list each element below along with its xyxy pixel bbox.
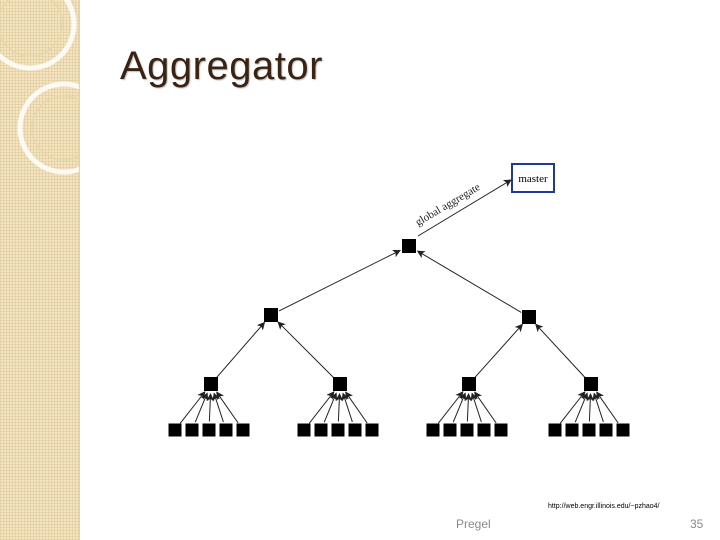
level2-node [264,308,278,322]
leaf-node [202,423,216,437]
leaf-node [599,423,613,437]
tree-edge [437,391,464,424]
master-node: master [511,163,555,193]
tree-edge [596,391,619,424]
master-label: master [518,173,548,185]
leaf-node [582,423,596,437]
tree-edge [216,391,239,424]
leaf-node [331,423,345,437]
leaf-node [297,423,311,437]
tree-edge [535,323,586,378]
tree-edge [308,391,335,424]
tree-edge [592,392,604,423]
leaf-node [477,423,491,437]
leaf-node [236,423,250,437]
leaf-node [314,423,328,437]
tree-edge [559,391,586,424]
footer-label: Pregel [456,517,491,531]
leaf-node [185,423,199,437]
tree-edge [345,391,368,424]
tree-edge [212,392,224,423]
slide-title: Aggregator [120,44,323,88]
leaf-node [616,423,630,437]
leaf-node [168,423,182,437]
tree-edge [216,321,266,378]
tree-edge [323,392,338,423]
root-node [402,239,416,253]
level3-node [462,377,476,391]
tree-edges [179,250,619,424]
leaf-node [426,423,440,437]
tree-edge [206,392,215,422]
leaf-node [565,423,579,437]
level3-node [333,377,347,391]
level2-node [522,310,536,324]
leaf-node [460,423,474,437]
leaf-node [348,423,362,437]
tree-edge [277,321,334,378]
tree-edge [474,323,523,378]
decorative-circles [0,0,79,175]
tree-edge [470,392,482,423]
tree-edge [341,392,353,423]
leaf-node [219,423,233,437]
tree-edge [574,392,589,423]
tree-nodes [168,239,630,437]
source-credit: http://web.engr.illinois.edu/~pzhao4/ [548,503,660,510]
global-aggregate-arrow [417,179,512,237]
decorative-sidebar [0,0,80,540]
tree-edge [416,250,522,313]
tree-edge [452,392,467,423]
tree-edge [474,391,497,424]
level3-node [204,377,218,391]
global-aggregate-label: global aggregate [413,181,482,228]
tree-edge [194,392,209,423]
tree-edge [586,392,595,422]
leaf-node [494,423,508,437]
page-number: 35 [690,517,704,531]
leaf-node [548,423,562,437]
leaf-node [443,423,457,437]
tree-edge [278,250,401,312]
leaf-node [365,423,379,437]
tree-edge [464,392,473,422]
tree-edge [179,391,206,424]
tree-edge [335,392,344,422]
level3-node [584,377,598,391]
